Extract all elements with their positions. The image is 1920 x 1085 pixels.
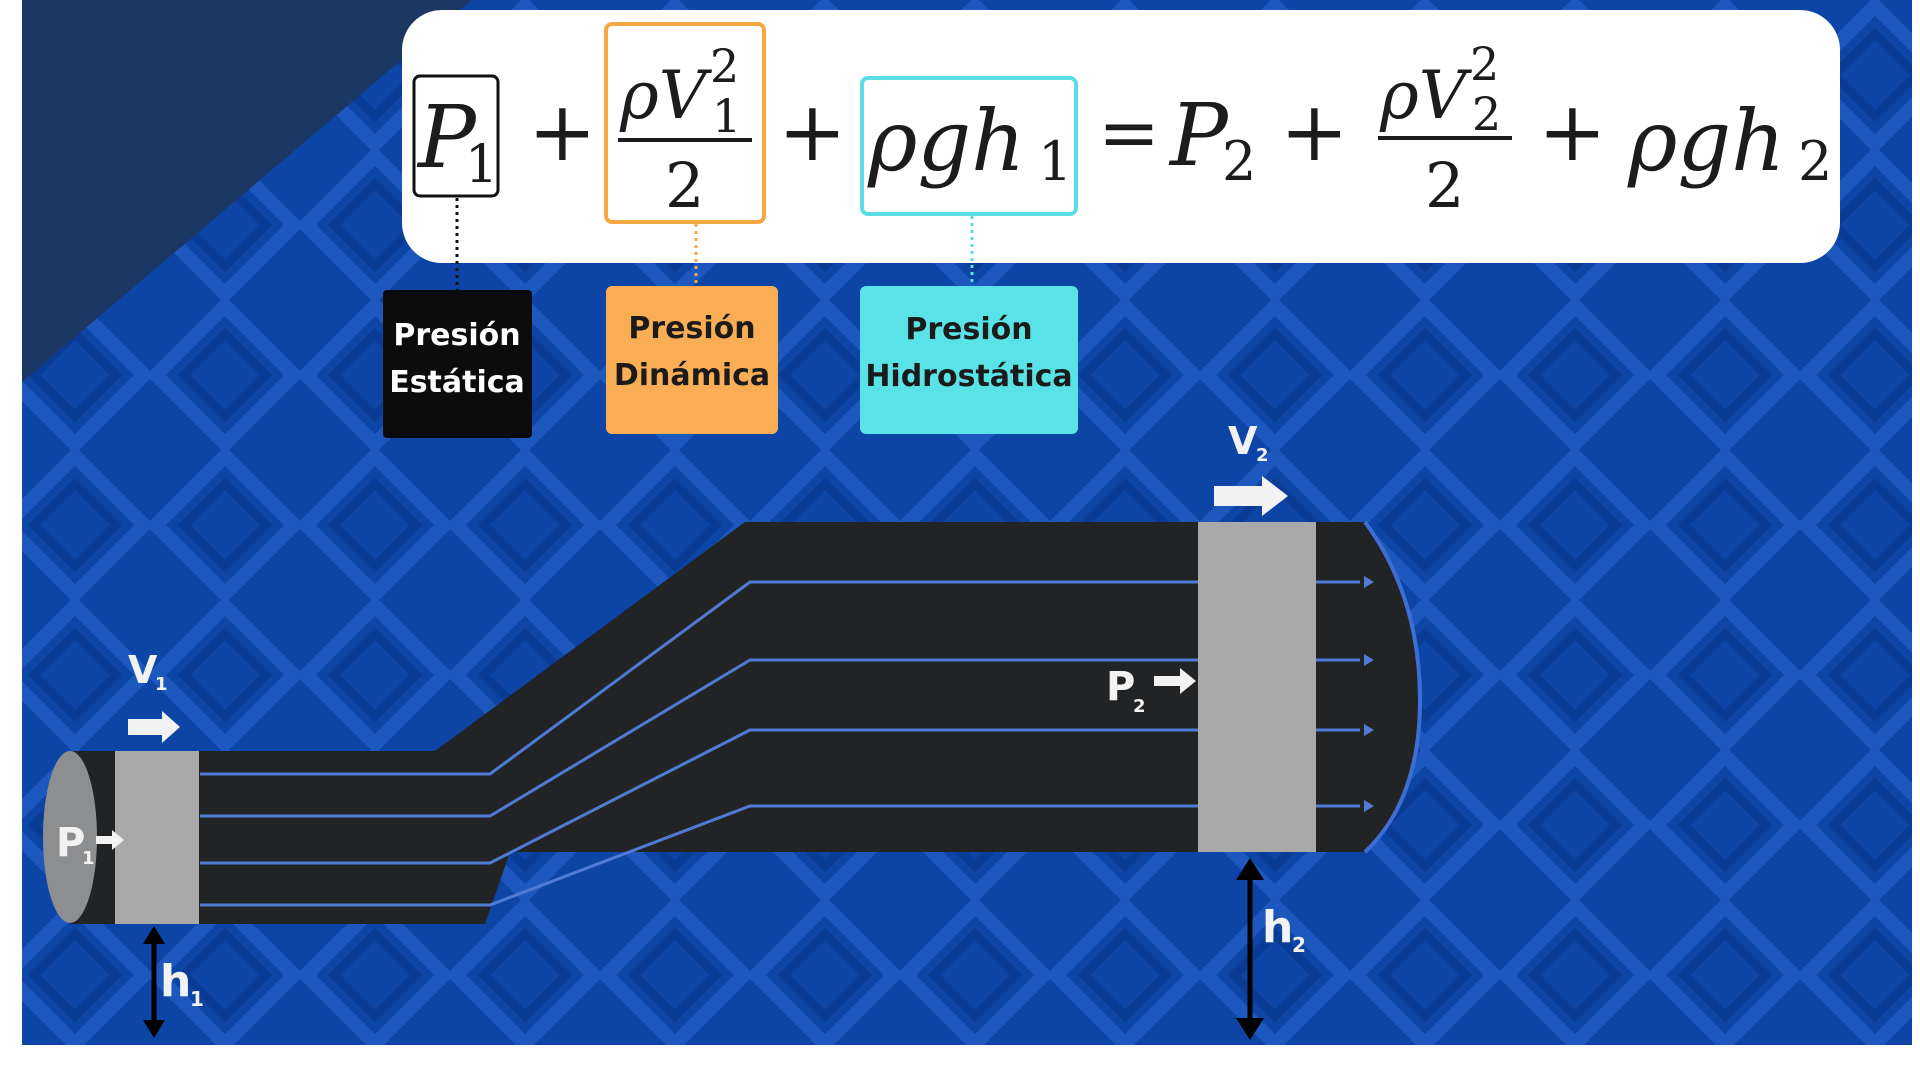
streamline-1 xyxy=(200,580,1360,776)
h2-subscript: 2 xyxy=(1292,933,1306,957)
static-pressure-label-line2: Estática xyxy=(389,365,525,400)
pressure-arrows xyxy=(96,668,1196,850)
h2-letter: h xyxy=(1262,902,1293,953)
h1-letter: h xyxy=(160,956,191,1007)
p2-letter: P xyxy=(1106,664,1135,710)
eq-v1-subscript: 1 xyxy=(712,89,741,143)
section-2 xyxy=(1198,522,1316,852)
eq-equals: = xyxy=(1098,90,1160,176)
eq-plus-4: + xyxy=(1538,85,1607,180)
h1-subscript: 1 xyxy=(190,987,204,1011)
eq-v2-superscript: 2 xyxy=(1470,37,1499,91)
h1-arrowhead-bottom xyxy=(143,1020,165,1038)
pipe-outlet-rim xyxy=(1363,520,1423,854)
hydrostatic-pressure-label-line1: Presión xyxy=(905,312,1032,347)
eq-p2-subscript: 2 xyxy=(1222,130,1256,193)
eq-v1-superscript: 2 xyxy=(710,39,739,93)
section-1 xyxy=(115,751,199,924)
eq-rho-v2: ρV xyxy=(1379,57,1473,134)
hydrostatic-pressure-label-line2: Hidrostática xyxy=(865,359,1072,394)
dynamic-pressure-label-line1: Presión xyxy=(628,311,755,346)
eq-plus-3: + xyxy=(1280,85,1349,180)
eq-p1-letter: P xyxy=(416,88,478,188)
v1-arrow xyxy=(128,711,180,743)
eq-h2-subscript: 2 xyxy=(1798,130,1832,193)
diagram-letters: V 1 V 2 P 1 P 2 h 1 h 2 xyxy=(56,419,1306,1011)
equation-panel xyxy=(402,10,1840,263)
v1-letter: V xyxy=(128,648,158,692)
h2-arrowhead-top xyxy=(1236,858,1264,880)
v1-subscript: 1 xyxy=(155,674,168,695)
eq-v2-subscript: 2 xyxy=(1472,87,1501,141)
dynamic-pressure-label-box xyxy=(606,286,778,434)
eq-denominator-1: 2 xyxy=(665,149,704,222)
dynamic-pressure-label-line2: Dinámica xyxy=(614,358,770,393)
p2-subscript: 2 xyxy=(1133,696,1146,717)
static-pressure-label-box xyxy=(383,290,532,438)
v2-subscript: 2 xyxy=(1256,445,1269,466)
streamline-2 xyxy=(200,658,1360,818)
eq-plus-1: + xyxy=(528,85,597,180)
bernoulli-equation: P 1 + ρV 2 1 2 + ρgh 1 = P 2 + ρV 2 2 2 … xyxy=(416,37,1832,222)
pipe-body xyxy=(70,522,1420,924)
eq-rho-v1: ρV xyxy=(619,57,713,134)
eq-p2-letter: P xyxy=(1168,86,1230,186)
h1-arrowhead-top xyxy=(143,926,165,944)
p2-arrow xyxy=(1154,668,1196,694)
eq-rho-g-h1: ρgh xyxy=(867,92,1025,190)
eq-rho-g-h2: ρgh xyxy=(1627,92,1785,190)
navy-corner xyxy=(22,0,472,382)
p1-subscript: 1 xyxy=(82,848,95,869)
static-term-box xyxy=(412,74,500,198)
hydrostatic-pressure-label-box xyxy=(860,286,1078,434)
hydrostatic-term-box xyxy=(860,76,1078,216)
eq-p1-subscript: 1 xyxy=(465,135,498,195)
static-pressure-label-line1: Presión xyxy=(393,318,520,353)
v2-arrow xyxy=(1214,476,1288,516)
eq-denominator-2: 2 xyxy=(1425,149,1464,222)
streamline-arrowheads xyxy=(1364,576,1374,812)
eq-h1-subscript: 1 xyxy=(1038,130,1072,193)
eq-plus-2: + xyxy=(778,85,847,180)
v2-letter: V xyxy=(1228,419,1258,463)
streamline-3 xyxy=(200,728,1360,865)
streamlines xyxy=(200,580,1360,907)
p1-arrow xyxy=(96,830,124,850)
velocity-arrows xyxy=(128,476,1288,743)
streamline-4 xyxy=(200,804,1360,907)
pressure-labels: Presión Estática Presión Dinámica Presió… xyxy=(383,286,1078,438)
height-arrows xyxy=(143,858,1264,1040)
h2-arrowhead-bottom xyxy=(1236,1018,1264,1040)
p1-letter: P xyxy=(56,820,85,866)
pipe-inlet-opening xyxy=(43,751,97,923)
dynamic-term-box xyxy=(604,22,766,224)
